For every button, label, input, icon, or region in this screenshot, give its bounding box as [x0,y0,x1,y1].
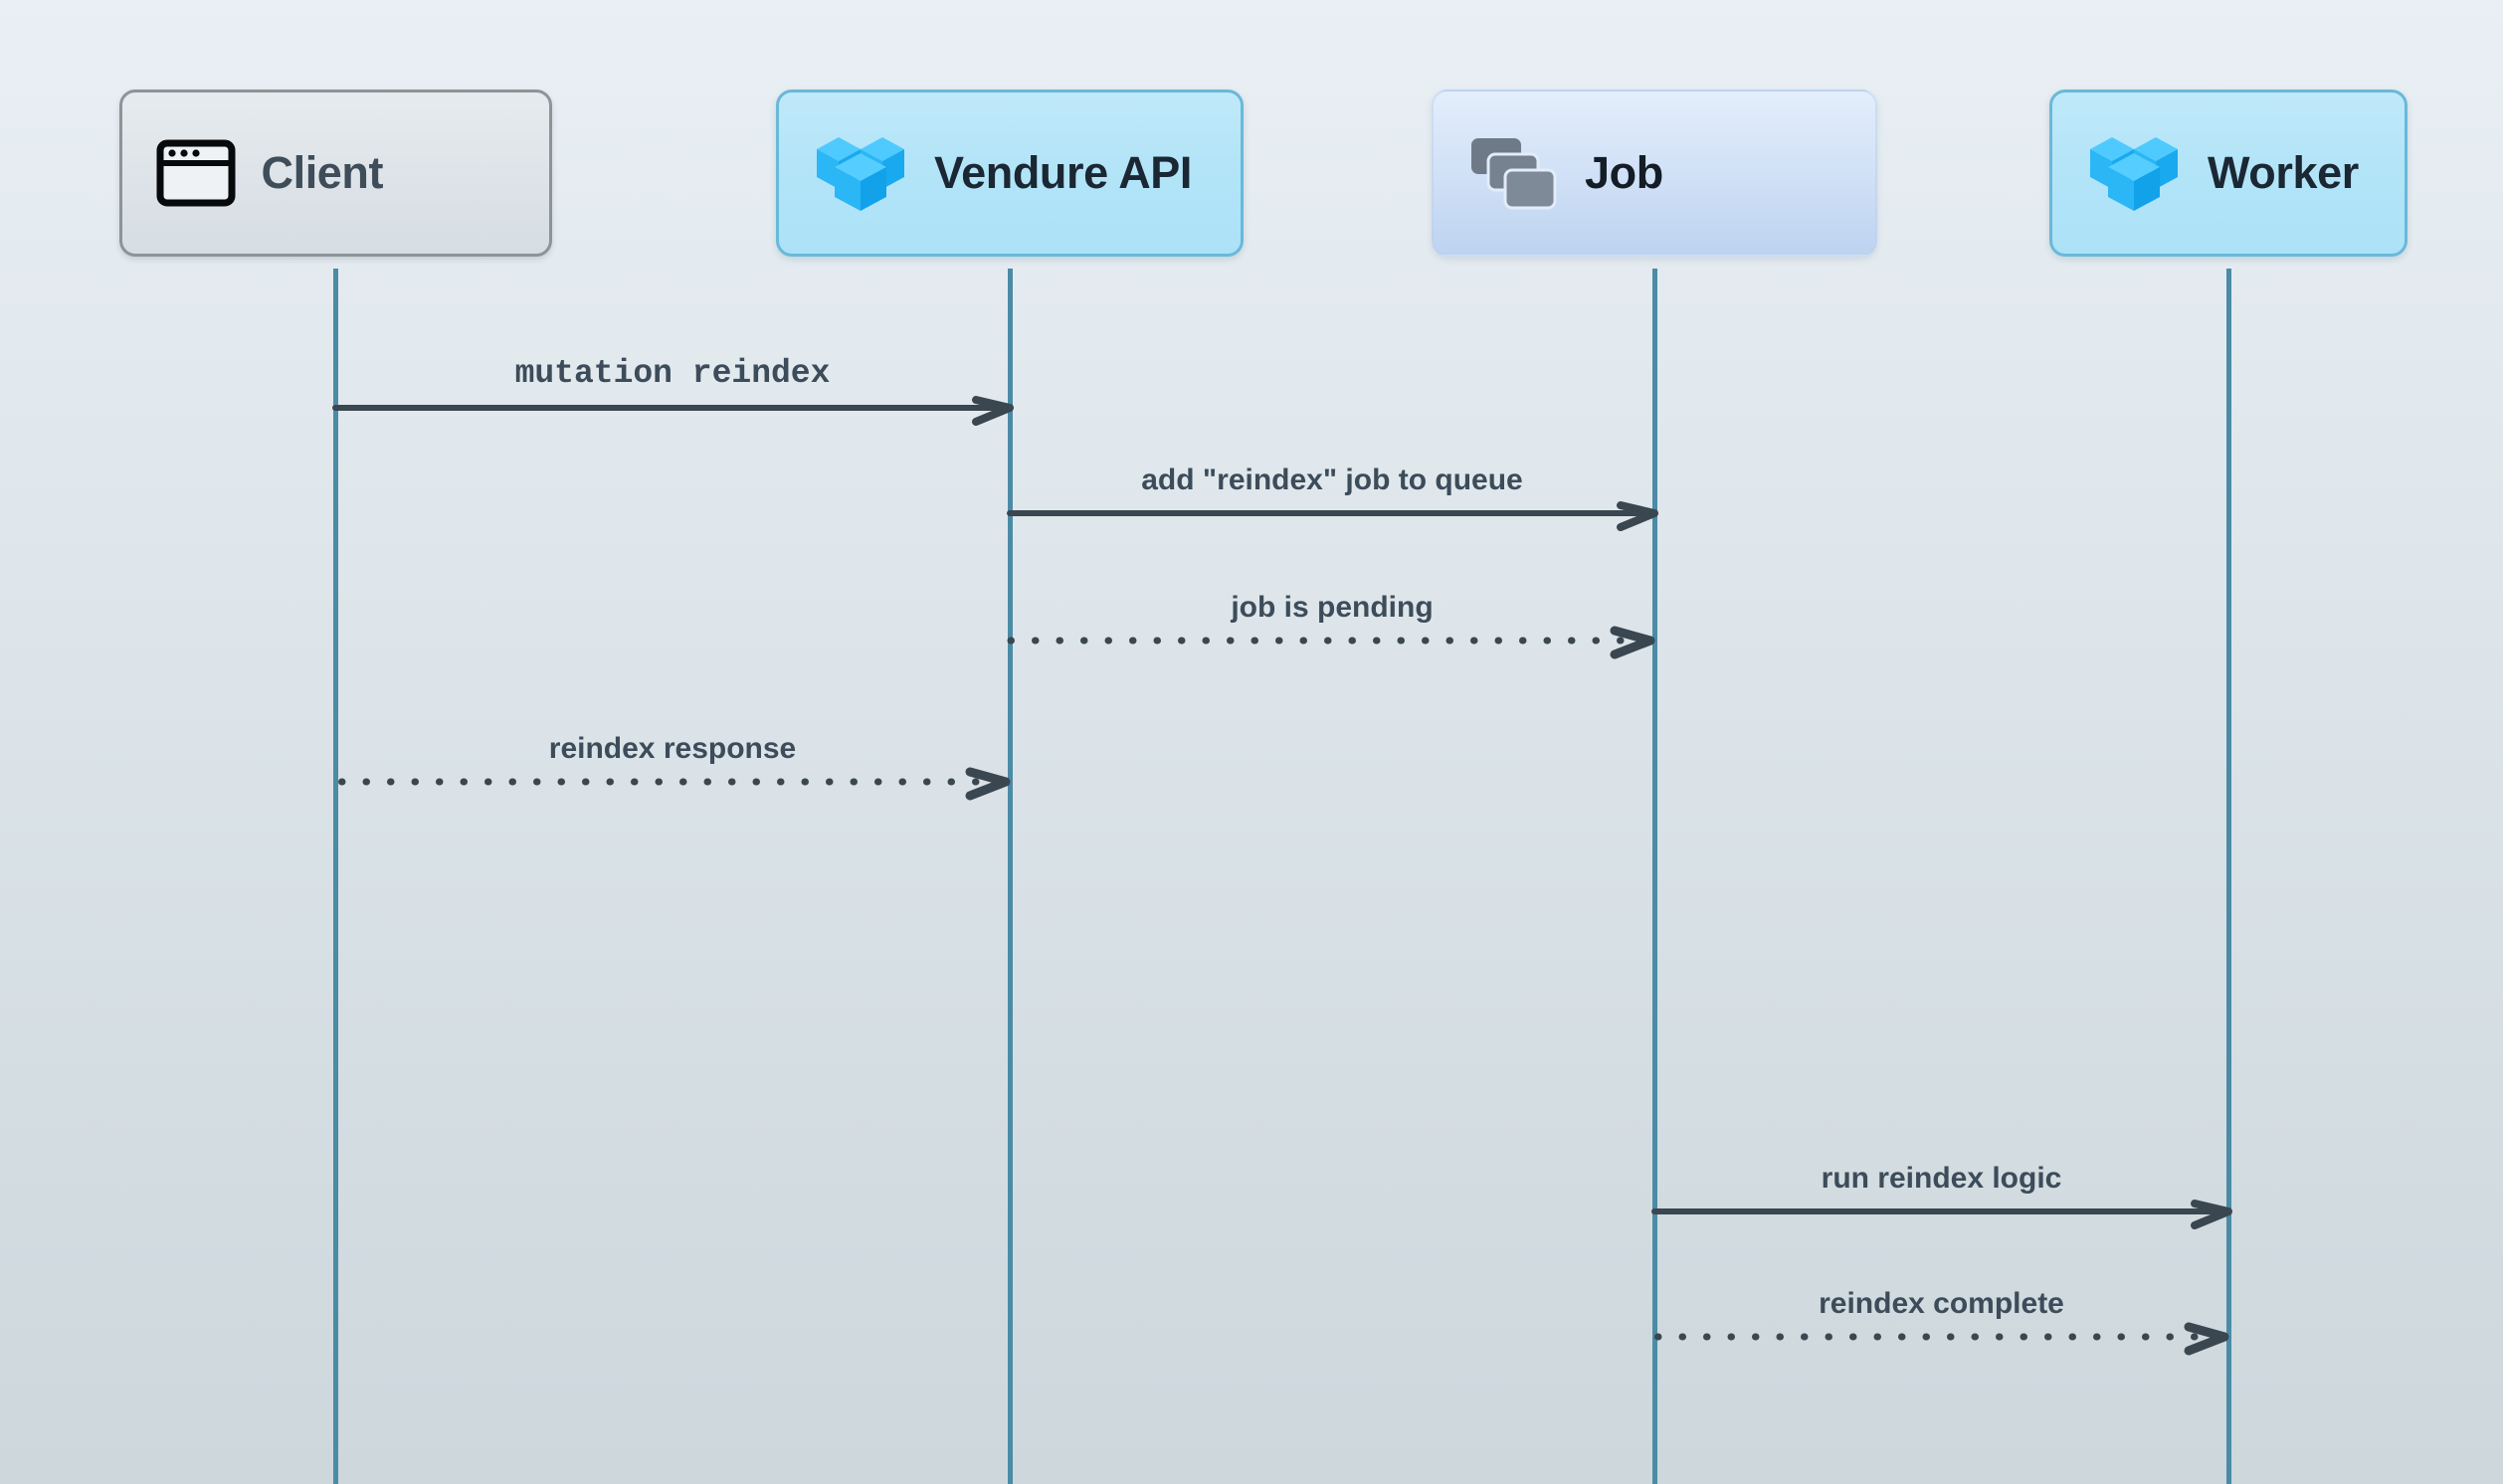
message-arrow-m3 [1006,626,1655,659]
lifeline-job [1652,269,1657,1484]
browser-window-icon [156,139,235,207]
stacked-cards-icon [1471,138,1557,210]
participant-job[interactable]: Job [1432,90,1877,257]
message-arrow-m6 [1650,1322,2229,1356]
participant-label-worker: Worker [2208,147,2359,198]
participant-label-client: Client [261,147,384,198]
participant-client[interactable]: Client [118,90,552,257]
participant-api[interactable]: Vendure API [776,90,1244,257]
lifeline-api [1008,269,1013,1484]
vendure-logo-icon [817,137,904,211]
message-arrow-m1 [332,396,1014,426]
participant-label-api: Vendure API [934,147,1193,198]
message-label-m1: mutation reindex [514,355,831,392]
participant-label-job: Job [1585,147,1663,198]
vendure-logo-icon [2090,137,2178,211]
message-label-m4: reindex response [548,732,797,765]
participant-worker[interactable]: Worker [2049,90,2407,257]
message-label-m5: run reindex logic [1821,1162,2062,1195]
message-label-m6: reindex complete [1819,1287,2064,1320]
message-arrow-m2 [1007,501,1658,531]
message-arrow-m4 [331,767,1011,801]
lifeline-worker [2226,269,2231,1484]
message-arrow-m5 [1651,1200,2232,1229]
message-label-m2: add "reindex" job to queue [1141,464,1523,496]
message-label-m3: job is pending [1231,591,1434,624]
lifeline-client [333,269,338,1484]
